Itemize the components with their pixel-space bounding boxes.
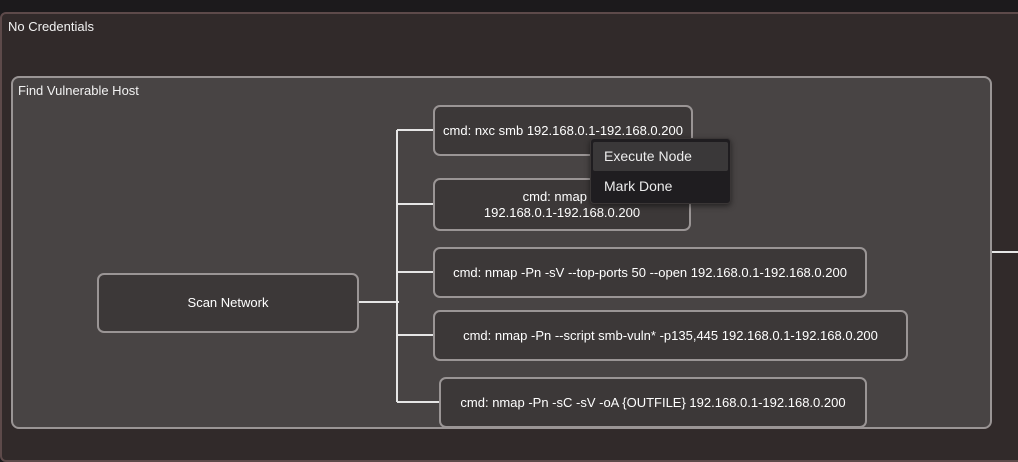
context-menu: Execute Node Mark Done xyxy=(590,138,731,204)
node-cmd-nxc-smb[interactable]: cmd: nxc smb 192.168.0.1-192.168.0.200 xyxy=(433,105,693,156)
node-cmd-nmap-top-ports[interactable]: cmd: nmap -Pn -sV --top-ports 50 --open … xyxy=(433,247,867,298)
node-label-line2: 192.168.0.1-192.168.0.200 xyxy=(483,204,641,220)
node-cmd-nmap-smb-vuln[interactable]: cmd: nmap -Pn --script smb-vuln* -p135,4… xyxy=(433,310,908,361)
group-title-find-vulnerable-host: Find Vulnerable Host xyxy=(18,83,139,98)
node-connections xyxy=(359,129,1018,403)
node-cmd-nmap-scan[interactable]: cmd: nmap -s 192.168.0.1-192.168.0.200 xyxy=(433,178,691,231)
node-label: cmd: nxc smb 192.168.0.1-192.168.0.200 xyxy=(443,122,683,138)
node-label: cmd: nmap -Pn --script smb-vuln* -p135,4… xyxy=(463,327,878,343)
node-label: Scan Network xyxy=(187,295,269,310)
node-scan-network[interactable]: Scan Network xyxy=(97,273,359,333)
node-cmd-nmap-sc-sv[interactable]: cmd: nmap -Pn -sC -sV -oA {OUTFILE} 192.… xyxy=(439,377,867,428)
node-label: cmd: nmap -Pn -sV --top-ports 50 --open … xyxy=(453,264,847,280)
node-label: cmd: nmap -Pn -sC -sV -oA {OUTFILE} 192.… xyxy=(460,394,846,410)
menu-item-execute-node[interactable]: Execute Node xyxy=(593,142,728,171)
node-label: cmd: nmap -s xyxy=(522,188,602,204)
group-title-no-credentials: No Credentials xyxy=(8,19,94,34)
menu-item-mark-done[interactable]: Mark Done xyxy=(604,178,673,194)
